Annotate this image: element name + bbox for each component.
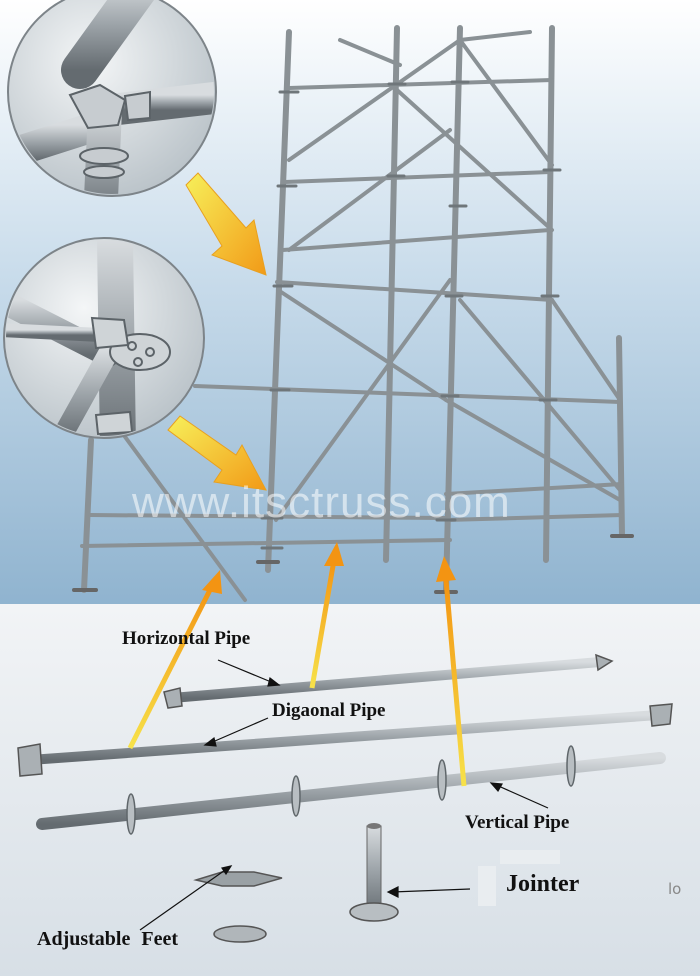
vertical-pipe-component xyxy=(36,745,666,835)
horizontal-pipe-component xyxy=(163,653,614,709)
edge-text-fragment: lo xyxy=(668,880,682,898)
label-adjustable-feet: Adjustable Feet xyxy=(37,928,178,950)
label-horizontal-pipe: Horizontal Pipe xyxy=(122,628,251,649)
label-diagonal-pipe: Digaonal Pipe xyxy=(272,700,386,721)
adjustable-feet-component xyxy=(193,822,283,943)
jointer-component xyxy=(349,823,399,922)
retouch-patches xyxy=(478,850,560,906)
watermark: www.itsctruss.com xyxy=(132,478,511,527)
label-jointer: Jointer xyxy=(506,871,580,897)
pointer-arrow-bottom xyxy=(167,415,267,491)
arrow-diagonal-to-tower xyxy=(127,570,222,750)
arrow-vertical-to-tower xyxy=(436,556,467,787)
diagonal-pipe-component xyxy=(17,703,673,777)
zoom-detail-bottom xyxy=(3,237,205,439)
arrow-horizontal-to-tower xyxy=(309,542,344,689)
scaffold-tower xyxy=(72,25,634,602)
zoom-detail-top xyxy=(7,0,217,197)
leader-arrows xyxy=(139,659,549,931)
pointer-arrow-top xyxy=(185,172,267,276)
label-vertical-pipe: Vertical Pipe xyxy=(465,812,570,833)
